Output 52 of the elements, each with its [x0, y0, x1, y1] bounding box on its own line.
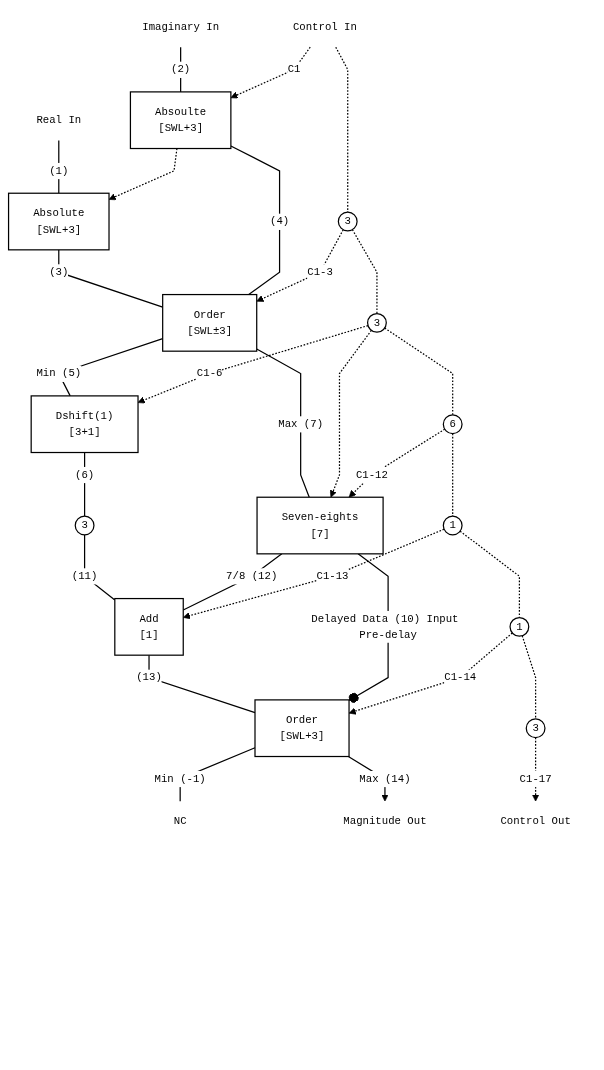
arrow — [256, 229, 344, 302]
node-text: Control In — [292, 20, 357, 33]
node-box: Dshift(1) [3+1] — [30, 395, 139, 454]
connector — [230, 145, 281, 296]
edge-label: (11) — [71, 569, 98, 583]
node-circle: 3 — [74, 515, 95, 536]
node-box: Add [1] — [114, 597, 184, 656]
node-circle: 3 — [366, 312, 387, 333]
node-box: Seven-eights [7] — [256, 496, 384, 555]
node-text: NC — [173, 815, 187, 828]
connector — [452, 432, 454, 517]
edge-label: (6) — [75, 468, 95, 481]
edge-label: (13) — [136, 671, 162, 684]
edge-label: C1-17 — [519, 772, 552, 785]
arrow — [348, 428, 446, 498]
edge-label: 7/8 (12) — [226, 569, 278, 583]
arrow — [532, 736, 540, 802]
connector — [335, 46, 349, 213]
node-text: Real In — [36, 113, 82, 127]
node-text: Imaginary In — [142, 20, 220, 33]
edge-label: (3) — [49, 265, 69, 279]
node-circle: 6 — [442, 414, 463, 435]
node-box: Absolute [SWL+3] — [7, 192, 110, 251]
connector — [84, 451, 86, 517]
edge-label: Max (14) — [359, 772, 411, 785]
connector — [256, 348, 310, 498]
connector — [384, 327, 454, 416]
edge-label: C1-12 — [355, 468, 388, 481]
node-box: Order [SWL±3] — [162, 293, 258, 352]
edge-label: Min (5) — [36, 367, 82, 380]
edge-label: C1 — [287, 63, 301, 76]
node-circle: 3 — [337, 211, 358, 232]
node-circle: 1 — [442, 515, 463, 536]
edge-label: (4) — [269, 215, 290, 228]
edge-label: (2) — [171, 63, 191, 76]
edge-label: C1-3 — [307, 265, 333, 279]
node-circle: 1 — [509, 616, 530, 637]
edge-label: C1-6 — [196, 367, 223, 380]
edge-label: Min (-1) — [154, 772, 206, 785]
edge-label: C1-13 — [316, 569, 349, 583]
edge-label: Delayed Data (10) Input Pre-delay — [311, 612, 459, 641]
connector — [351, 229, 378, 315]
edge-label: Max (7) — [278, 417, 324, 431]
arrow — [230, 46, 311, 99]
edge-label: (1) — [49, 164, 69, 177]
node-circle: 3 — [525, 718, 546, 739]
arrow — [329, 329, 372, 498]
node-box: Order [SWL+3] — [254, 699, 350, 758]
node-text: Control Out — [500, 815, 571, 828]
node-text: Magnitude Out — [343, 815, 427, 828]
node-box: Absoulte [SWL+3] — [129, 91, 232, 150]
edge-label: C1-14 — [444, 671, 477, 684]
